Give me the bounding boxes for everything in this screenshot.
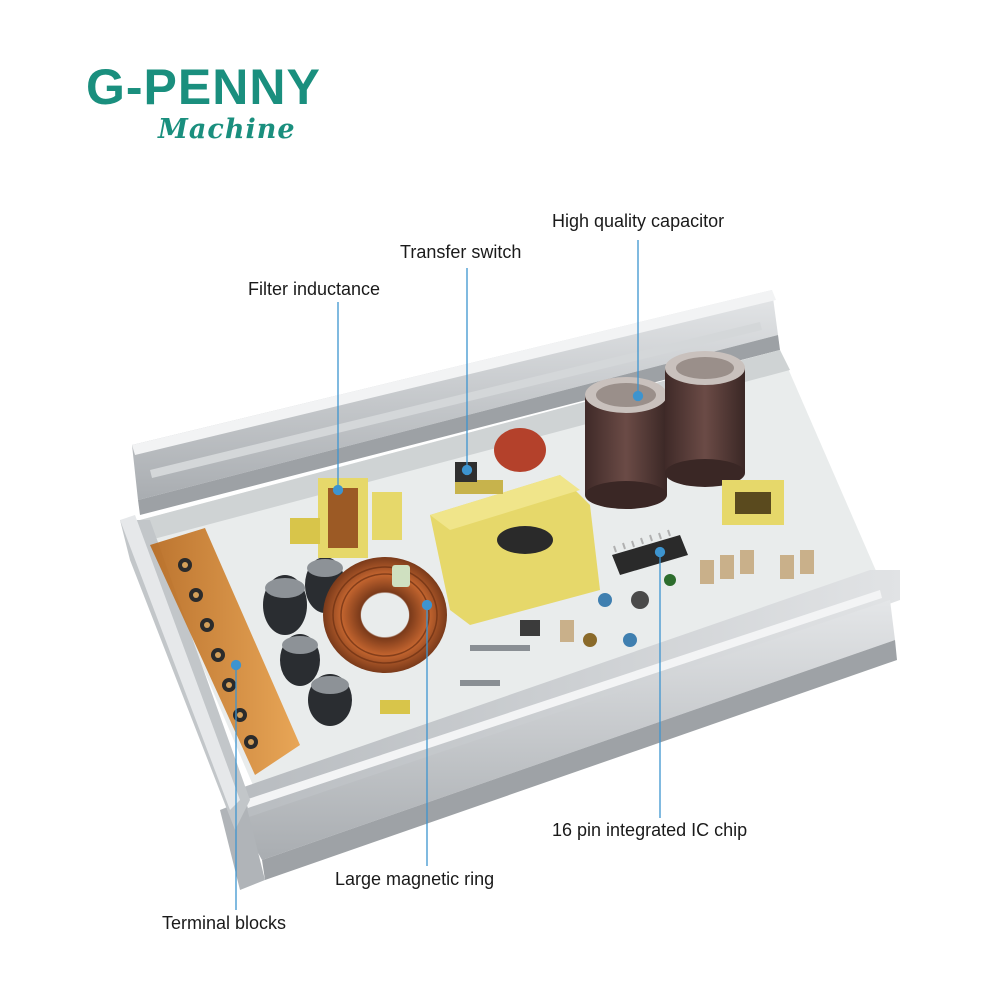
small-transformer	[722, 480, 784, 525]
brand-tagline: Machine	[158, 114, 296, 145]
small-components	[380, 550, 814, 714]
callout-ic-chip: 16 pin integrated IC chip	[552, 820, 748, 840]
transformer	[430, 475, 600, 625]
callout-capacitor: High quality capacitor	[552, 211, 725, 231]
ic-chip	[612, 529, 688, 575]
callout-terminal-blocks: Terminal blocks	[162, 913, 287, 933]
magnetic-ring	[323, 557, 447, 673]
housing-back-rail	[132, 290, 780, 515]
callout-filter-inductance: Filter inductance	[248, 279, 381, 299]
leader-lines	[230, 240, 666, 910]
large-capacitors	[585, 351, 745, 509]
callout-transfer-switch: Transfer switch	[400, 242, 522, 262]
callout-magnetic-ring: Large magnetic ring	[335, 869, 495, 889]
brand-name: G-PENNY	[86, 59, 321, 115]
housing-front-rail	[220, 570, 900, 890]
filter-inductor	[290, 478, 402, 558]
housing-left-rail	[120, 515, 250, 830]
brand-logo: G-PENNY Machine	[86, 62, 346, 145]
red-capacitor	[494, 428, 546, 472]
small-capacitors	[263, 557, 352, 726]
